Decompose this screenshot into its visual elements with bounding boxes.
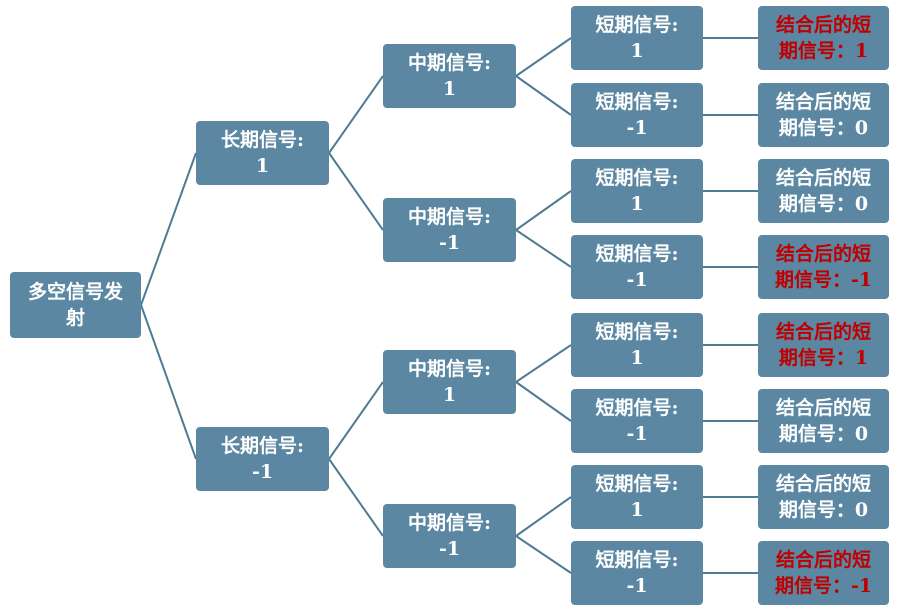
result-label: 结合后的短: [775, 243, 871, 265]
connector-line: [515, 190, 572, 231]
short-node: 短期信号: -1: [571, 235, 703, 299]
node-value: 1: [630, 40, 644, 62]
long-node: 长期信号: 1: [196, 121, 329, 185]
result-node: 结合后的短期信号：-1: [758, 541, 889, 605]
node-label: 短期信号:: [595, 243, 679, 265]
short-node: 短期信号: 1: [571, 465, 703, 529]
short-node: 短期信号: -1: [571, 389, 703, 453]
short-node: 短期信号: 1: [571, 159, 703, 223]
result-label: 结合后的短: [775, 91, 871, 113]
result-node: 结合后的短期信号：0: [758, 465, 889, 529]
result-label: 结合后的短: [775, 321, 871, 343]
node-value: -1: [626, 117, 648, 139]
root-label-cont: 射: [65, 307, 85, 329]
node-value: 1: [630, 499, 644, 521]
connector-line: [515, 344, 572, 383]
root-node: 多空信号发 射: [10, 272, 141, 338]
node-value: 1: [442, 78, 457, 100]
result-node: 结合后的短期信号：1: [758, 6, 889, 70]
node-value: 1: [630, 347, 644, 369]
connector-line: [328, 458, 384, 537]
result-value: 期信号：1: [778, 347, 869, 369]
connector-line: [515, 535, 572, 574]
connector-line: [515, 496, 572, 537]
mid-node: 中期信号: -1: [383, 198, 516, 262]
result-value: 期信号：0: [778, 423, 869, 445]
connector-line: [328, 75, 384, 154]
result-node: 结合后的短期信号：0: [758, 83, 889, 147]
node-value: 1: [442, 384, 457, 406]
node-label: 中期信号:: [407, 512, 491, 534]
result-value: 期信号：-1: [774, 269, 873, 291]
node-value: -1: [438, 538, 461, 560]
node-value: -1: [626, 423, 648, 445]
node-label: 短期信号:: [595, 91, 679, 113]
result-value: 期信号：0: [778, 117, 869, 139]
result-label: 结合后的短: [775, 397, 871, 419]
result-value: 期信号：0: [778, 499, 869, 521]
node-label: 中期信号:: [407, 52, 491, 74]
result-node: 结合后的短期信号：-1: [758, 235, 889, 299]
node-value: -1: [626, 575, 648, 597]
result-node: 结合后的短期信号：0: [758, 159, 889, 223]
node-label: 中期信号:: [407, 358, 491, 380]
node-label: 短期信号:: [595, 397, 679, 419]
root-label: 多空信号发: [27, 281, 123, 303]
node-label: 短期信号:: [595, 549, 679, 571]
short-node: 短期信号: 1: [571, 313, 703, 377]
connector-line: [515, 381, 572, 422]
result-label: 结合后的短: [775, 14, 871, 36]
result-label: 结合后的短: [775, 473, 871, 495]
node-value: 1: [255, 155, 270, 177]
node-value: -1: [626, 269, 648, 291]
long-node: 长期信号: -1: [196, 427, 329, 491]
result-node: 结合后的短期信号：1: [758, 313, 889, 377]
result-label: 结合后的短: [775, 549, 871, 571]
node-label: 短期信号:: [595, 14, 679, 36]
mid-node: 中期信号: 1: [383, 350, 516, 414]
short-node: 短期信号: 1: [571, 6, 703, 70]
node-label: 短期信号:: [595, 167, 679, 189]
connector-line: [515, 75, 572, 116]
node-label: 中期信号:: [407, 206, 491, 228]
node-label: 长期信号:: [220, 435, 304, 457]
node-value: 1: [630, 193, 644, 215]
short-node: 短期信号: -1: [571, 83, 703, 147]
mid-node: 中期信号: -1: [383, 504, 516, 568]
connector-line: [328, 381, 384, 460]
node-label: 长期信号:: [220, 129, 304, 151]
result-value: 期信号：1: [778, 40, 869, 62]
mid-node: 中期信号: 1: [383, 44, 516, 108]
connector-line: [328, 152, 384, 231]
result-label: 结合后的短: [775, 167, 871, 189]
node-value: -1: [438, 232, 461, 254]
connector-line: [515, 37, 572, 77]
result-value: 期信号：0: [778, 193, 869, 215]
result-node: 结合后的短期信号：0: [758, 389, 889, 453]
connector-line: [140, 304, 197, 460]
connector-line: [515, 229, 572, 268]
result-value: 期信号：-1: [774, 575, 873, 597]
short-node: 短期信号: -1: [571, 541, 703, 605]
node-label: 短期信号:: [595, 321, 679, 343]
node-label: 短期信号:: [595, 473, 679, 495]
connector-line: [140, 152, 197, 306]
node-value: -1: [251, 461, 274, 483]
